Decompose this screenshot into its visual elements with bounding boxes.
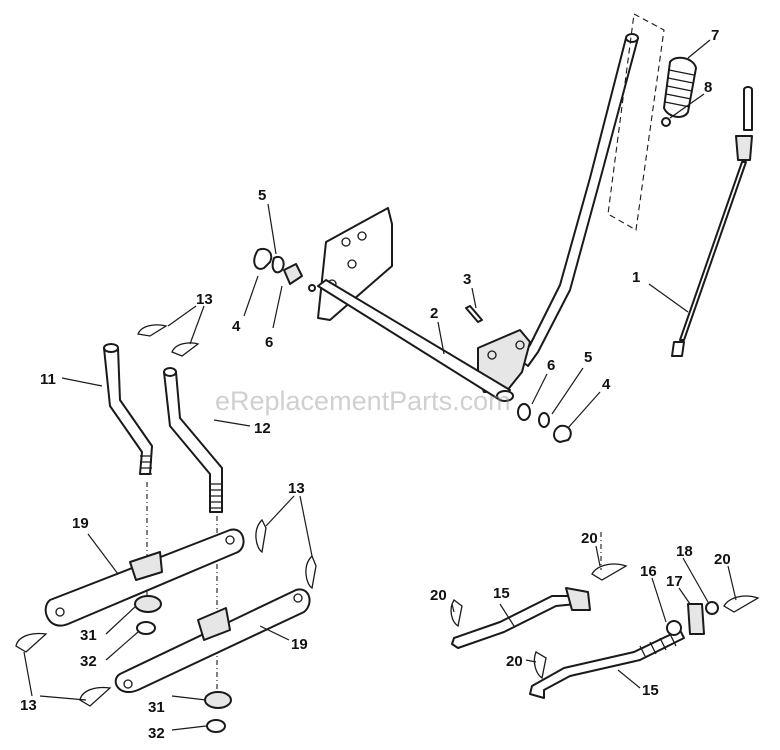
pin — [465, 305, 483, 323]
watermark-text: eReplacementParts.com — [215, 386, 511, 416]
callout-5-right: 5 — [584, 349, 592, 366]
hair-clip-13-right — [255, 518, 317, 590]
lift-link-lower — [114, 588, 311, 693]
callout-32-lower: 32 — [148, 725, 165, 742]
callout-4-left: 4 — [232, 318, 241, 335]
right-washers — [517, 403, 572, 443]
callout-32-upper: 32 — [80, 653, 97, 670]
callout-3: 3 — [463, 271, 471, 288]
lift-lever — [477, 33, 639, 393]
adjust-hardware — [666, 601, 719, 636]
callout-1: 1 — [632, 269, 640, 286]
hair-clip-13-bottom — [15, 632, 112, 707]
callout-12: 12 — [254, 420, 271, 437]
leader-lines — [23, 39, 737, 731]
callout-4-right: 4 — [602, 376, 611, 393]
callout-19-lower: 19 — [291, 636, 308, 653]
callout-20-right: 20 — [714, 551, 731, 568]
callout-2: 2 — [430, 305, 438, 322]
callout-labels: 1 2 3 4 4 5 5 6 6 7 8 11 12 13 13 13 15 … — [20, 27, 731, 742]
callout-19-upper: 19 — [72, 515, 89, 532]
lift-link-upper — [44, 528, 245, 627]
cross-shaft — [317, 207, 514, 402]
callout-15-lower: 15 — [642, 682, 659, 699]
lever-grip — [663, 56, 697, 118]
lift-rod — [671, 86, 753, 357]
callout-31-lower: 31 — [148, 699, 165, 716]
adjust-rod-12 — [163, 367, 223, 513]
callout-13-top: 13 — [196, 291, 213, 308]
callout-17: 17 — [666, 573, 683, 590]
bushing-nut-lower — [204, 691, 232, 733]
callout-6-left: 6 — [265, 334, 273, 351]
callout-16: 16 — [640, 563, 657, 580]
callout-13-right: 13 — [288, 480, 305, 497]
callout-20-top: 20 — [581, 530, 598, 547]
lever-button — [661, 117, 671, 127]
callout-18: 18 — [676, 543, 693, 560]
callout-20-bottom: 20 — [506, 653, 523, 670]
hair-clip-13-top — [137, 324, 200, 357]
bushing-nut-upper — [134, 595, 162, 635]
adjust-rod-11 — [103, 343, 153, 475]
hair-clips-20 — [450, 563, 760, 680]
link-15-lower — [529, 629, 685, 699]
link-15-upper — [451, 587, 591, 649]
grip-outline — [607, 13, 665, 231]
callout-11: 11 — [40, 371, 56, 388]
callout-7: 7 — [711, 27, 719, 44]
callout-8: 8 — [704, 79, 712, 96]
callout-31-upper: 31 — [80, 627, 97, 644]
callout-5-left: 5 — [258, 187, 266, 204]
callout-20-left: 20 — [430, 587, 447, 604]
callout-15-upper: 15 — [493, 585, 510, 602]
callout-13-bottom: 13 — [20, 697, 37, 714]
left-washers — [253, 248, 316, 292]
callout-6-right: 6 — [547, 357, 555, 374]
